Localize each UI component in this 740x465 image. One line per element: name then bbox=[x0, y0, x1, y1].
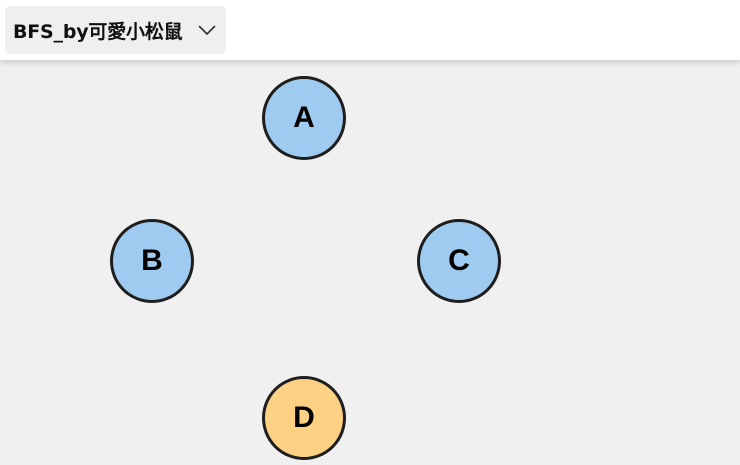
dropdown-selected-value: BFS_by可愛小松鼠 bbox=[13, 20, 183, 43]
algorithm-dropdown[interactable]: BFS_by可愛小松鼠 bbox=[5, 6, 226, 54]
top-toolbar: BFS_by可愛小松鼠 bbox=[0, 0, 740, 60]
graph-node-d[interactable]: D bbox=[262, 376, 346, 460]
graph-canvas: A B C D bbox=[0, 60, 740, 465]
graph-node-b[interactable]: B bbox=[110, 219, 194, 303]
graph-node-a[interactable]: A bbox=[262, 76, 346, 160]
chevron-down-icon bbox=[198, 24, 216, 36]
graph-node-c[interactable]: C bbox=[417, 219, 501, 303]
